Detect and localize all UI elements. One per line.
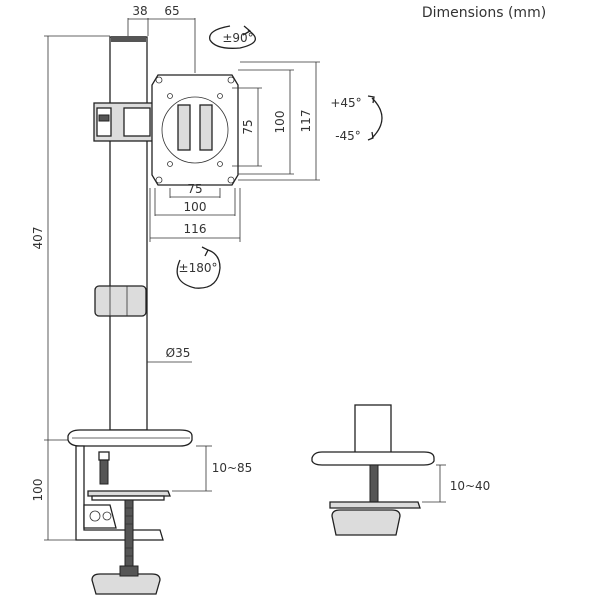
- label-clamp-range: 10~85: [212, 461, 253, 475]
- label-vesa-100-h: 100: [184, 200, 207, 214]
- label-plate-117-v: 117: [299, 110, 313, 133]
- grommet-plate: [329, 501, 421, 509]
- label-grommet-range: 10~40: [450, 479, 491, 493]
- label-swivel: ±90°: [222, 31, 253, 45]
- label-tilt-up: +45°: [330, 96, 361, 110]
- tilt-arrow-icon: [371, 97, 383, 139]
- rotate-arrow-icon: [176, 249, 221, 289]
- dimension-lines: [44, 18, 446, 541]
- vesa-plate: [151, 74, 239, 186]
- swivel-arrow-icon: [209, 25, 256, 49]
- label-pole-offset: 38: [132, 4, 147, 18]
- main-stand: [67, 36, 239, 595]
- clamp-screw: [124, 499, 134, 577]
- clamp-pressure-plate: [87, 490, 171, 497]
- height-collar: [94, 285, 147, 317]
- grommet-pole: [354, 404, 392, 454]
- clamp-knob: [91, 573, 161, 595]
- diagram-title: Dimensions (mm): [422, 5, 546, 21]
- label-rotate: ±180°: [179, 261, 218, 275]
- label-vesa-75-h: 75: [187, 182, 202, 196]
- dimension-labels: 38 65 ±90° +45° -45° 75 100 117 75 100 1…: [31, 4, 490, 501]
- label-clamp-height: 100: [31, 479, 45, 502]
- label-pole-diameter: Ø35: [166, 346, 191, 360]
- label-pole-height: 407: [31, 227, 45, 250]
- label-vesa-100-v: 100: [273, 111, 287, 134]
- label-tilt-down: -45°: [335, 129, 361, 143]
- label-plate-116-h: 116: [184, 222, 207, 236]
- label-vesa-75-v: 75: [241, 119, 255, 134]
- grommet-knob: [331, 509, 401, 536]
- label-arm-length: 65: [164, 4, 179, 18]
- pole-cap: [111, 36, 146, 42]
- grommet-mount: [311, 404, 435, 536]
- pole: [109, 36, 148, 431]
- grommet-base-plate: [311, 451, 435, 466]
- rotation-arrows: [176, 25, 383, 289]
